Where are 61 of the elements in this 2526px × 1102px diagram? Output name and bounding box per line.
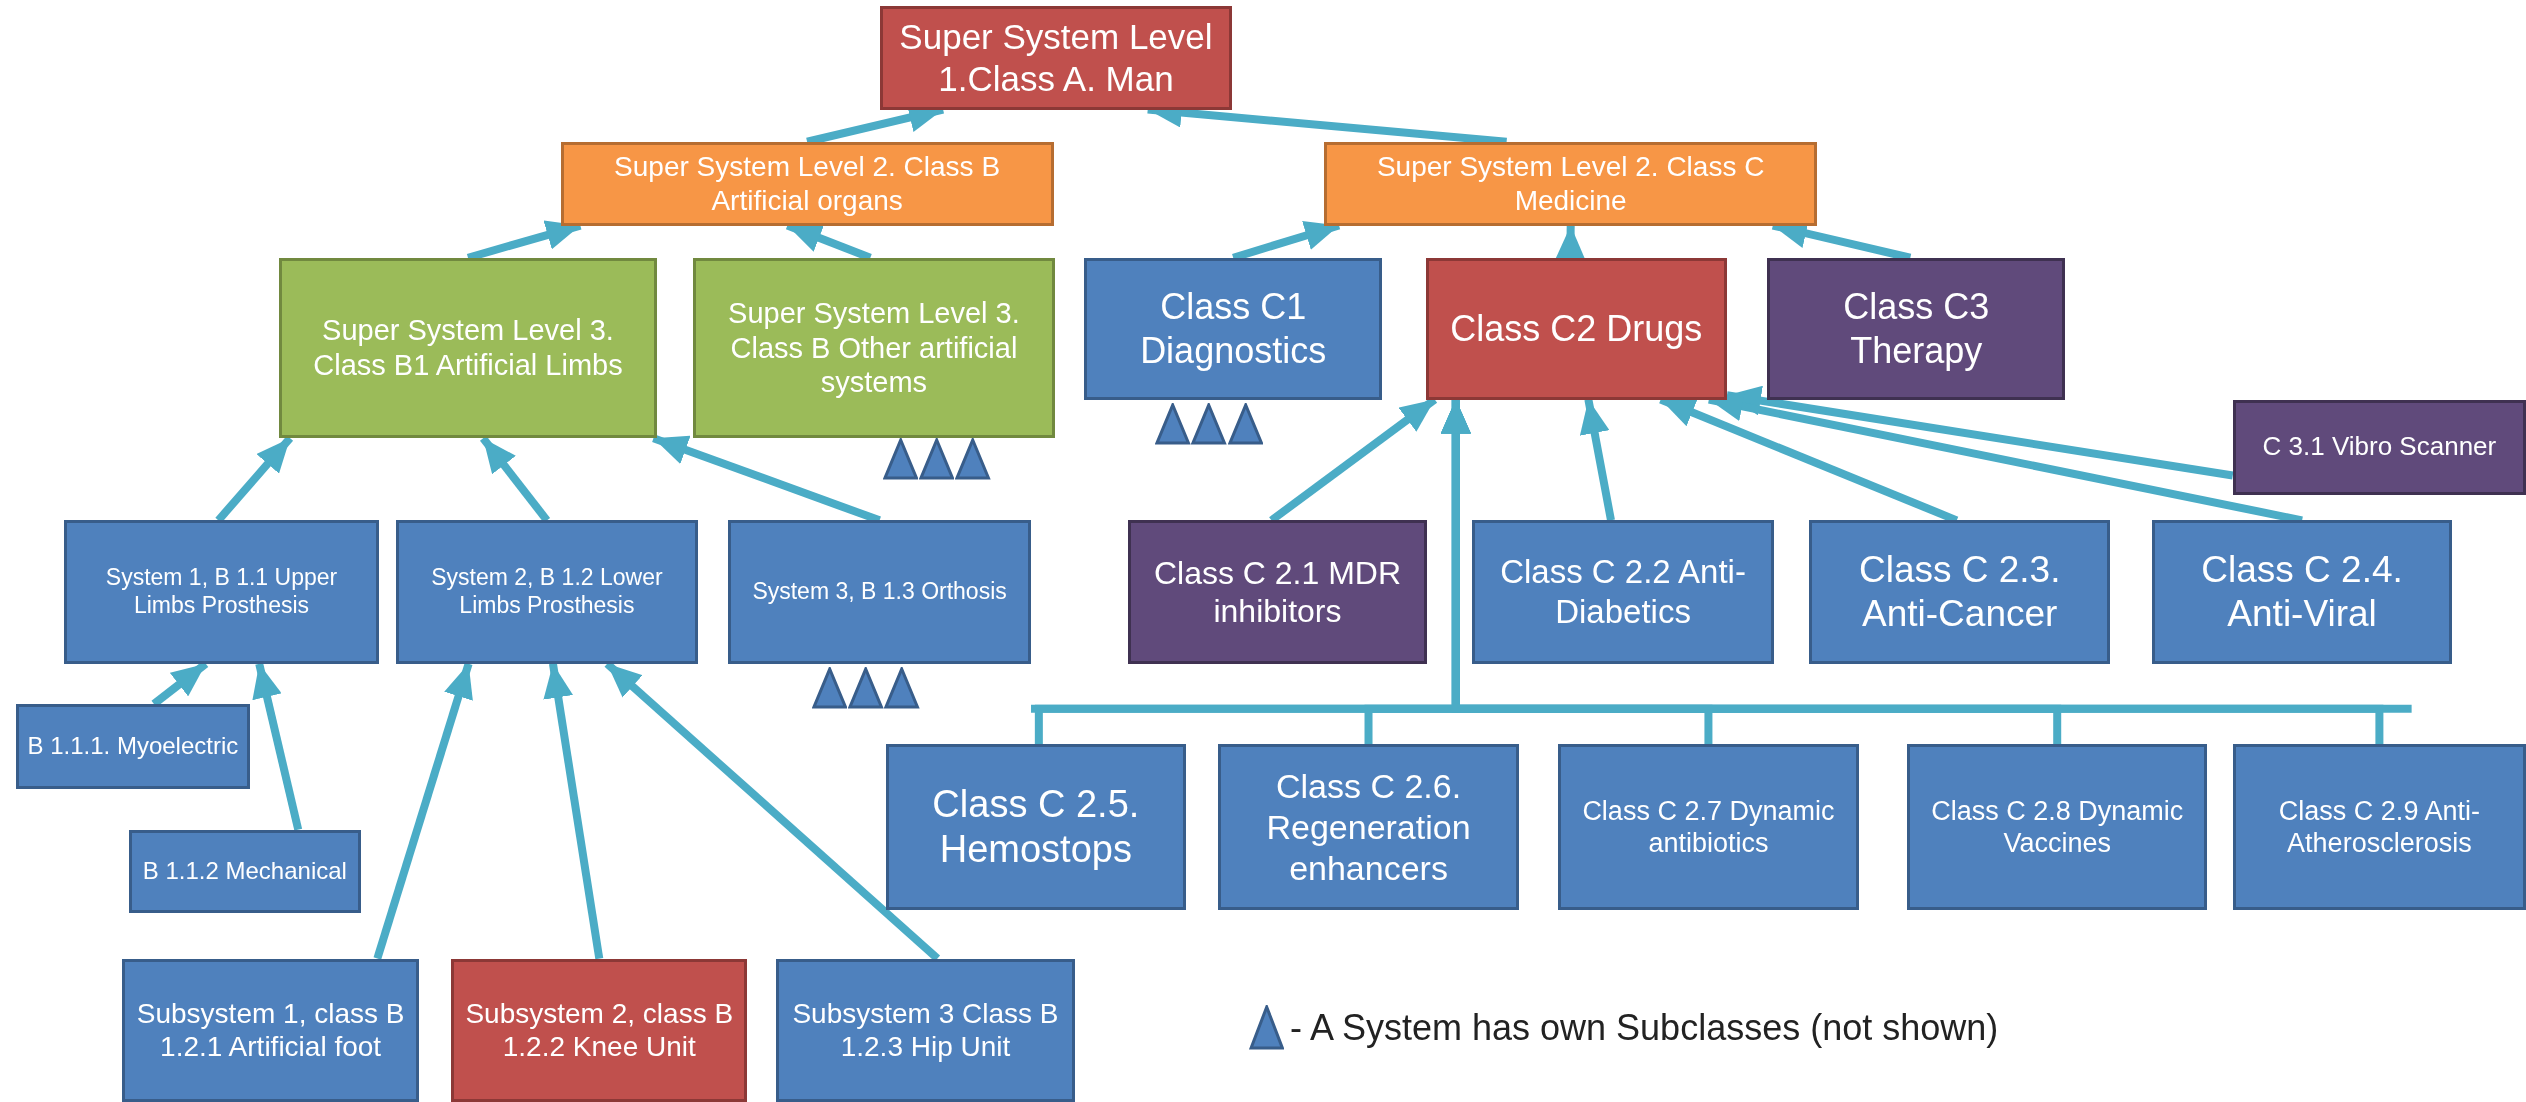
class-box — [2232, 399, 2526, 495]
class-label: B 1.1.2 Mechanical — [142, 857, 347, 886]
class-box — [16, 704, 250, 790]
class-box — [278, 257, 658, 439]
arrow — [373, 662, 473, 960]
class-label: Subsystem 3 Class B 1.2.3 Hip Unit — [791, 996, 1060, 1064]
class-label: System 3, B 1.3 Orthosis — [752, 578, 1007, 606]
arrow — [1579, 398, 1615, 522]
class-box — [1084, 257, 1383, 400]
class-label: B 1.1.1. Myoelectric — [27, 732, 239, 762]
class-label: Super System Level 2. Class C Medicine — [1375, 150, 1766, 218]
class-label: Class C 2.1 MDR inhibitors — [1152, 553, 1403, 631]
arrow — [1440, 399, 2384, 745]
class-label: Subsystem 1, class B 1.2.1 Artificial foot — [135, 996, 406, 1064]
arrow — [543, 663, 604, 960]
class-label: Class C2 Drugs — [1450, 307, 1703, 351]
class-box — [728, 520, 1031, 664]
class-box — [776, 958, 1075, 1102]
arrow — [1726, 385, 2234, 480]
class-label: Class C 2.7 Dynamic antibiotics — [1581, 794, 1836, 860]
class-box — [1557, 744, 1860, 911]
class-box — [64, 520, 379, 664]
class-label: Class C 2.9 Anti-Atherosclerosis — [2277, 794, 2481, 860]
class-box — [1472, 520, 1774, 664]
class-label: System 1, B 1.1 Upper Limbs Prosthesis — [104, 564, 339, 620]
class-box — [2232, 744, 2526, 911]
class-label: System 2, B 1.2 Lower Limbs Prosthesis — [430, 564, 664, 620]
class-label: Subsystem 2, class B 1.2.2 Knee Unit — [464, 996, 735, 1064]
class-box — [560, 141, 1054, 226]
class-box — [1907, 744, 2207, 911]
arrow — [252, 662, 303, 831]
legend-text: - A System has own Subclasses (not shown) — [1289, 1006, 1999, 1049]
class-box — [1127, 520, 1428, 664]
class-box — [886, 744, 1186, 911]
class-box — [128, 829, 361, 914]
class-label: Class C 2.6. Regeneration enhancers — [1265, 766, 1472, 889]
class-label: Class C 2.8 Dynamic Vaccines — [1930, 794, 2185, 860]
arrow — [215, 435, 294, 523]
class-box — [1324, 141, 1818, 226]
arrow — [1555, 225, 1586, 260]
class-box — [879, 6, 1233, 110]
class-label: Super System Level 1.Class A. Man — [898, 16, 1214, 100]
class-box — [451, 958, 748, 1102]
class-box — [396, 520, 698, 664]
class-label: Class C1 Diagnostics — [1139, 285, 1328, 372]
class-box — [1425, 257, 1727, 400]
class-label: Super System Level 2. Class B Artificial organs — [613, 150, 1002, 218]
class-box — [1767, 257, 2066, 400]
class-box — [692, 257, 1056, 439]
class-box — [2152, 520, 2452, 664]
class-box — [122, 958, 419, 1102]
class-label: C 3.1 Vibro Scanner — [2262, 431, 2497, 463]
class-label: Class C 2.3. Anti-Cancer — [1857, 547, 2062, 636]
class-label: Class C 2.2 Anti-Diabetics — [1499, 552, 1747, 632]
class-label: Class C 2.4. Anti-Viral — [2200, 547, 2404, 636]
class-box — [1809, 520, 2111, 664]
class-label: Class C3 Therapy — [1842, 285, 1991, 372]
class-label: Super System Level 3. Class B Other artificial systems — [727, 295, 1021, 401]
class-label: Class C 2.5. Hemostops — [931, 781, 1141, 873]
class-label: Super System Level 3. Class B1 Artificial Limbs — [312, 313, 624, 383]
class-box — [1217, 744, 1520, 911]
